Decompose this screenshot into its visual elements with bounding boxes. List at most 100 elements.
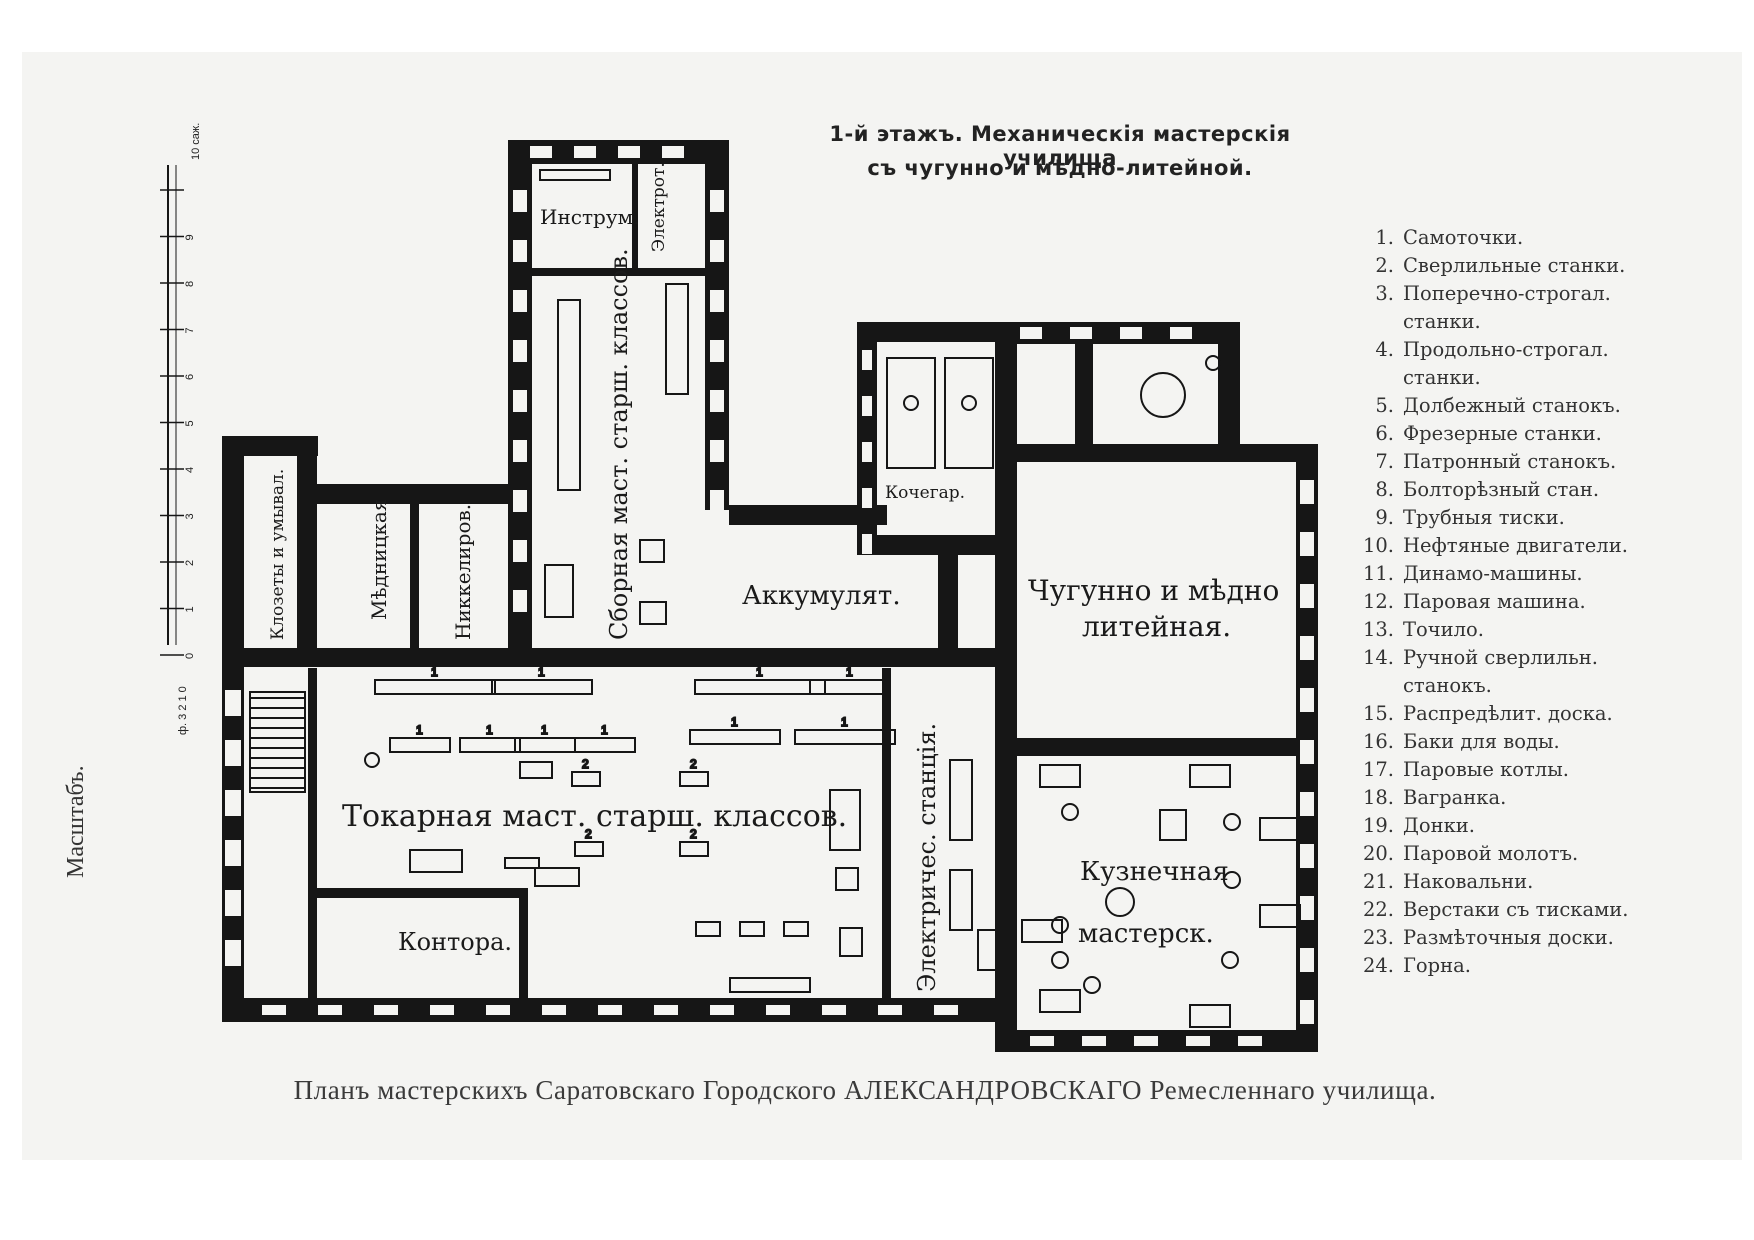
machine-number: 1 (841, 715, 848, 729)
legend-text: станки. (1403, 366, 1481, 389)
wall-main-top (222, 648, 1005, 667)
legend-text: Нефтяные двигатели. (1403, 534, 1628, 557)
planer (409, 849, 463, 873)
machine-number: 1 (431, 665, 438, 679)
milling-machine (695, 921, 721, 937)
legend-text: Долбежный станокъ. (1403, 394, 1621, 417)
scale-tick-label: 3 (184, 513, 196, 519)
legend-item: 11.Динамо-машины. (1350, 560, 1628, 588)
staircase (249, 691, 306, 793)
window-opening (766, 1005, 790, 1015)
oil-engine (544, 564, 574, 618)
legend-number: 13. (1362, 618, 1394, 641)
legend-text: Самоточки. (1403, 226, 1524, 249)
window-opening (1300, 584, 1314, 608)
legend-text: Трубныя тиски. (1403, 506, 1565, 529)
window-opening (662, 146, 684, 158)
window-opening (513, 290, 527, 312)
legend-item: 4.Продольно-строгал. (1350, 336, 1628, 364)
window-opening (862, 442, 872, 462)
legend-number: 11. (1362, 562, 1394, 585)
legend-number: 6. (1375, 422, 1394, 445)
slotter (835, 867, 859, 891)
drill-press (679, 771, 709, 787)
window-opening (225, 740, 241, 766)
wall-foundry-top (1017, 444, 1318, 462)
wall-akkum-top (729, 505, 887, 525)
legend-item: 15.Распредѣлит. доска. (1350, 700, 1628, 728)
wall-annex-top (222, 436, 318, 456)
legend-number: 16. (1362, 730, 1394, 753)
window-opening (862, 350, 872, 370)
window-opening (618, 146, 640, 158)
scale-tick-label: 7 (184, 327, 196, 333)
room-label-mednitskaya: Мѣдницкая (367, 499, 391, 620)
window-opening (862, 396, 872, 416)
legend-text: Поперечно-строгал. (1403, 282, 1611, 305)
window-opening (513, 190, 527, 212)
lathe (689, 729, 781, 745)
lathe (459, 737, 521, 753)
legend-item: 21.Наковальни. (1350, 868, 1628, 896)
legend-text: Баки для воды. (1403, 730, 1560, 753)
dynamo-machine (639, 539, 665, 563)
legend-item: 16. Баки для воды. (1350, 728, 1628, 756)
room-label-kontora: Контора. (398, 928, 512, 956)
window-opening (710, 440, 724, 462)
window-openings (225, 146, 1314, 1046)
wall-foundry-left (995, 322, 1017, 1052)
legend-item-continuation: станокъ. (1350, 672, 1628, 700)
room-label-tokarnaya: Токарная маст. старш. классов. (342, 799, 847, 834)
window-opening (513, 340, 527, 362)
scale-tick-label: 4 (184, 467, 196, 473)
window-opening (862, 534, 872, 554)
room-label-nikkelir: Никкелиров. (451, 504, 475, 640)
legend-item: 18.Вагранка. (1350, 784, 1628, 812)
window-opening (710, 190, 724, 212)
room-label-elektr-stanciya: Электричес. станція. (913, 723, 941, 992)
legend-text: Патронный станокъ. (1403, 450, 1617, 473)
window-opening (225, 690, 241, 716)
legend-text: Сверлильные станки. (1403, 254, 1626, 277)
legend-text: Фрезерные станки. (1403, 422, 1602, 445)
legend-text: станки. (1403, 310, 1481, 333)
legend-text: Наковальни. (1403, 870, 1534, 893)
legend-text: Паровой молотъ. (1403, 842, 1579, 865)
legend-text: станокъ. (1403, 674, 1492, 697)
window-opening (513, 440, 527, 462)
milling-machine (783, 921, 809, 937)
wall-akkum-right (938, 555, 958, 648)
window-opening (225, 790, 241, 816)
lathe (491, 679, 593, 695)
legend-item: 20.Паровой молотъ. (1350, 840, 1628, 868)
machine-number: 1 (538, 665, 545, 679)
legend-item: 19.Донки. (1350, 812, 1628, 840)
wall-ch-mid (1075, 344, 1093, 462)
long-planer (829, 789, 861, 851)
plan-caption: Планъ мастерскихъ Саратовскаго Городског… (293, 1075, 1437, 1105)
window-opening (1070, 327, 1092, 339)
window-opening (1300, 948, 1314, 972)
window-opening (513, 390, 527, 412)
scale-tick-label: 5 (184, 420, 196, 426)
machine-number: 1 (601, 723, 608, 737)
boiler-valve (903, 395, 919, 411)
wall-med-mid (410, 504, 419, 648)
legend-number: 9. (1375, 506, 1394, 529)
window-opening (822, 1005, 846, 1015)
legend-number: 18. (1362, 786, 1394, 809)
window-opening (513, 490, 527, 512)
window-opening (513, 240, 527, 262)
forge-hearth-round (1105, 887, 1135, 917)
window-opening (1300, 688, 1314, 712)
scale-tick-label: 9 (184, 234, 196, 240)
window-opening (430, 1005, 454, 1015)
lathe (809, 679, 891, 695)
scale-tick-label: 2 (184, 560, 196, 566)
window-opening (225, 940, 241, 966)
legend-number: 17. (1362, 758, 1394, 781)
machine-number: 1 (486, 723, 493, 737)
lathe (514, 737, 576, 753)
